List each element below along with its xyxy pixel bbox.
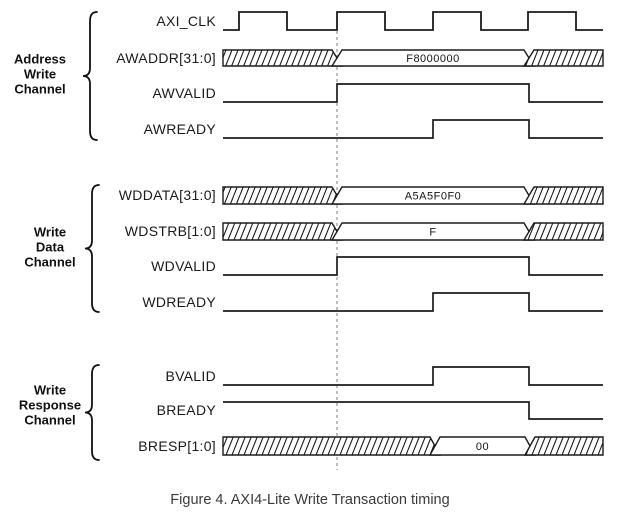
logic-waveform xyxy=(223,83,603,103)
bus-hatch-region xyxy=(222,49,344,67)
logic-waveform xyxy=(223,292,603,312)
channel-group-brace xyxy=(82,11,98,141)
channel-group-label-line: Write xyxy=(34,383,66,398)
bus-value-text: 00 xyxy=(476,441,489,453)
bus-hatch-region xyxy=(522,49,604,67)
bus-region-underlay xyxy=(332,50,534,66)
bus-region-underlay xyxy=(430,437,535,455)
signal-label: WDREADY xyxy=(142,294,216,310)
bus-value-text: F xyxy=(429,227,436,239)
bus-hatch-region xyxy=(222,222,344,241)
bus-hatch-region xyxy=(522,186,604,205)
channel-group-label-line: Channel xyxy=(24,255,75,270)
channel-group-brace xyxy=(84,364,100,461)
logic-waveform xyxy=(223,119,603,139)
signal-label: AWREADY xyxy=(144,121,217,137)
logic-waveform xyxy=(223,366,603,386)
bus-hatch-region xyxy=(222,186,344,205)
figure-caption: Figure 4. AXI4-Lite Write Transaction ti… xyxy=(170,492,450,508)
signal-label: BREADY xyxy=(157,402,217,418)
signal-label: BRESP[1:0] xyxy=(138,438,216,454)
channel-group-label-line: Channel xyxy=(24,413,75,428)
signal-label: AXI_CLK xyxy=(156,13,216,29)
signal-label: WDVALID xyxy=(151,258,216,274)
bus-region-underlay xyxy=(332,187,534,204)
channel-group-label-line: Address xyxy=(14,52,66,67)
channel-group-label-line: Channel xyxy=(14,82,65,97)
channel-group-brace xyxy=(84,184,100,313)
signal-label: BVALID xyxy=(165,368,216,384)
bus-hatch-region xyxy=(523,436,604,456)
logic-waveform xyxy=(223,256,603,276)
channel-group-label-line: Response xyxy=(19,398,81,413)
clock-waveform xyxy=(223,11,603,31)
bus-hatch-region xyxy=(222,436,442,456)
signal-label: WDDATA[31:0] xyxy=(119,187,216,203)
signal-label: AWVALID xyxy=(152,85,216,101)
channel-group-label-line: Data xyxy=(36,240,65,255)
bus-region-underlay xyxy=(332,223,534,240)
channel-group-label-line: Write xyxy=(34,225,66,240)
logic-waveform xyxy=(223,401,603,420)
bus-hatch-region xyxy=(522,222,604,241)
bus-value-text: F8000000 xyxy=(406,53,460,65)
signal-label: AWADDR[31:0] xyxy=(116,50,216,66)
bus-value-text: A5A5F0F0 xyxy=(405,191,462,203)
signal-label: WDSTRB[1:0] xyxy=(125,223,216,239)
channel-group-label-line: Write xyxy=(24,67,56,82)
